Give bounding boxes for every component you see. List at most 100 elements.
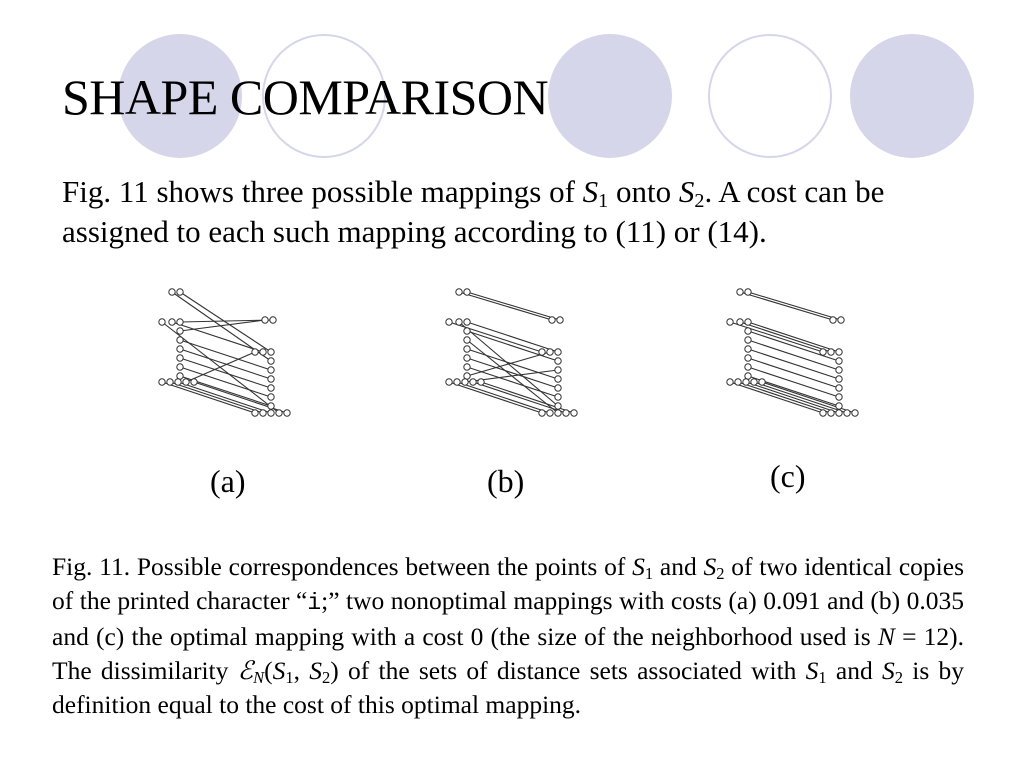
correspondence-line: [729, 321, 824, 353]
shape-point: [736, 288, 744, 296]
correspondence-line: [179, 319, 266, 332]
shape-point: [819, 348, 827, 356]
correspondence-line: [745, 381, 840, 414]
shape-point: [267, 375, 275, 383]
shape-point: [835, 357, 843, 365]
shape-point: [570, 409, 578, 417]
shape-point: [269, 316, 277, 324]
shape-point: [445, 318, 453, 326]
shape-point: [267, 384, 275, 392]
shape-point: [176, 288, 184, 296]
shape-point: [726, 318, 734, 326]
mapping-diagram-b: [445, 288, 578, 417]
shape-point: [554, 357, 562, 365]
shape-point: [267, 357, 275, 365]
shape-point: [176, 327, 184, 335]
shape-point: [176, 363, 184, 371]
shape-point: [176, 354, 184, 362]
shape-point: [251, 409, 259, 417]
correspondence-line: [179, 357, 272, 389]
correspondence-line: [466, 291, 561, 321]
correspondence-line: [466, 339, 559, 414]
shape-point: [744, 345, 752, 353]
correspondence-line: [171, 321, 264, 353]
shape-point: [190, 378, 198, 386]
shape-point: [851, 409, 859, 417]
shape-point: [554, 366, 562, 374]
shape-point: [744, 363, 752, 371]
correspondence-line: [448, 321, 543, 353]
shape-point: [275, 409, 283, 417]
shape-point: [744, 318, 752, 326]
shape-point: [819, 409, 827, 417]
figure-caption: Fig. 11. Possible correspondences betwee…: [52, 552, 964, 719]
shape-point: [734, 378, 742, 386]
shape-point: [259, 409, 267, 417]
decor-circle-2: [262, 34, 386, 158]
shape-point: [556, 316, 564, 324]
shape-point: [463, 363, 471, 371]
shape-point: [283, 409, 291, 417]
correspondence-line: [466, 321, 559, 353]
shape-point: [158, 318, 166, 326]
shape-point: [835, 348, 843, 356]
shape-point: [546, 348, 554, 356]
shape-point: [750, 378, 758, 386]
correspondence-line: [466, 348, 559, 380]
shape-point: [827, 348, 835, 356]
shape-point: [176, 372, 184, 380]
shape-point: [259, 348, 267, 356]
correspondence-line: [729, 381, 824, 414]
correspondence-line: [177, 381, 272, 414]
mapping-diagram-a: [158, 288, 291, 417]
shape-point: [835, 366, 843, 374]
shape-point: [726, 378, 734, 386]
shape-point: [261, 316, 269, 324]
shape-point: [267, 409, 275, 417]
shape-point: [538, 409, 546, 417]
correspondence-line: [179, 291, 272, 353]
shape-point: [469, 378, 477, 386]
correspondence-line: [739, 321, 832, 353]
shape-point: [835, 402, 843, 410]
shape-point: [829, 316, 837, 324]
shape-point: [176, 336, 184, 344]
correspondence-line: [747, 348, 840, 380]
shape-point: [463, 336, 471, 344]
correspondence-line: [747, 357, 840, 389]
correspondence-line: [753, 381, 848, 414]
correspondence-line: [739, 291, 834, 321]
shape-point: [744, 372, 752, 380]
shape-point: [463, 354, 471, 362]
slide-title: SHAPE COMPARISON: [62, 69, 549, 125]
shape-point: [744, 336, 752, 344]
shape-point: [554, 375, 562, 383]
correspondence-line: [466, 351, 551, 377]
shape-point: [477, 378, 485, 386]
correspondence-line: [179, 366, 272, 398]
shape-point: [267, 348, 275, 356]
shape-point: [251, 348, 259, 356]
shape-point: [538, 348, 546, 356]
shape-point: [835, 384, 843, 392]
decor-circle-5: [850, 34, 974, 158]
shape-point: [455, 318, 463, 326]
shape-point: [835, 375, 843, 383]
correspondence-line: [448, 381, 543, 414]
shape-point: [455, 288, 463, 296]
correspondence-line: [747, 366, 840, 398]
shape-point: [267, 393, 275, 401]
shape-point: [463, 372, 471, 380]
shape-point: [554, 409, 562, 417]
shape-point: [843, 409, 851, 417]
shape-point: [744, 327, 752, 335]
shape-point: [176, 345, 184, 353]
shape-point: [742, 378, 750, 386]
shape-point: [548, 316, 556, 324]
shape-point: [463, 345, 471, 353]
correspondence-line: [169, 381, 264, 414]
shape-point: [554, 384, 562, 392]
shape-point: [166, 378, 174, 386]
shape-point: [758, 378, 766, 386]
shape-point: [736, 318, 744, 326]
